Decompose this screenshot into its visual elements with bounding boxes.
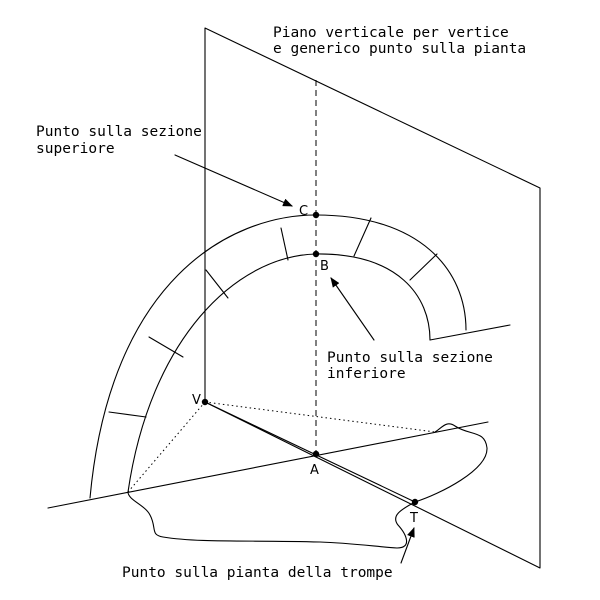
point-c-marker [312,211,320,219]
point-t-marker [411,498,419,506]
dotted-line-v-left [127,401,206,493]
point-v-label: V [192,393,201,408]
upper-section-annotation-line-2: superiore [36,141,115,157]
point-b-label: B [320,259,329,274]
upper-section-arrow [174,154,293,207]
plan-point-annotation: Punto sulla pianta della trompe [122,565,393,581]
point-t-label: T [409,511,418,526]
vertical-plane-annotation-line-1: Piano verticale per vertice [273,25,509,41]
point-v-marker [201,398,209,406]
trompe-plan-outline [127,423,488,549]
plan-point-arrow [400,527,415,564]
lower-section-arrow [330,277,375,341]
point-c-label: C [299,204,308,219]
voussoir-joint [108,411,147,418]
arch-base-line [429,324,511,341]
voussoir-joint [148,336,184,358]
ground-line [47,421,489,509]
voussoir-joint [353,217,372,257]
voussoir-joint [205,269,229,299]
dotted-line-v-right [204,401,436,433]
plan-diagonal-line [204,401,416,503]
lower-section-annotation-line-2: inferiore [327,366,406,382]
vertical-plane-annotation-line-2: e generico punto sulla pianta [273,41,526,57]
lower-section-annotation-line-1: Punto sulla sezione [327,350,493,366]
point-a-marker [312,450,320,458]
vertical-plane [204,27,541,569]
point-b-marker [312,250,320,258]
voussoir-joint [280,227,289,261]
voussoir-joint [409,253,438,281]
inner-arch-curve [127,253,431,493]
point-a-label: A [310,463,319,478]
outer-arch-curve [89,214,467,499]
upper-section-annotation-line-1: Punto sulla sezione [36,124,202,140]
